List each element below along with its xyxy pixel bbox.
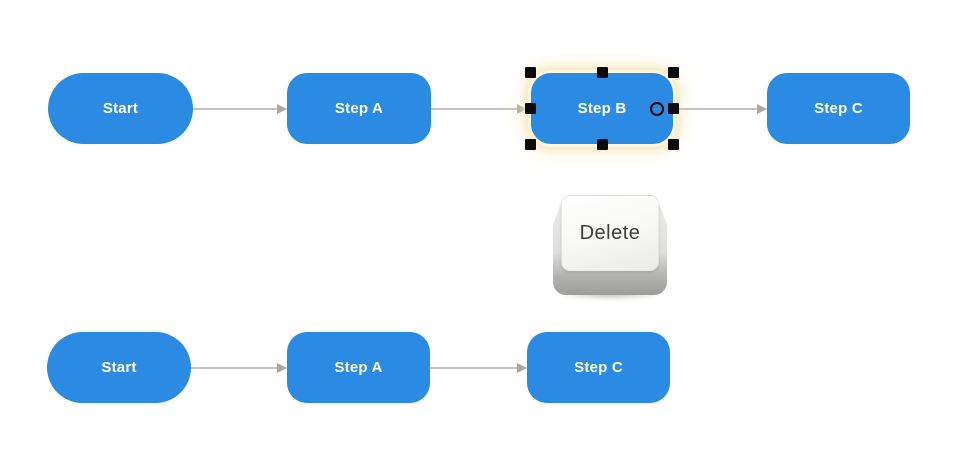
connector-step-a-to-step-b[interactable] — [431, 103, 527, 115]
connector-start-to-step-a-top[interactable] — [193, 103, 287, 115]
delete-key-illustration: Delete — [552, 193, 668, 300]
node-start-bottom[interactable]: Start — [47, 332, 191, 403]
node-label: Step A — [334, 100, 384, 117]
connector-line — [431, 108, 519, 110]
node-step-c-bottom[interactable]: Step C — [527, 332, 670, 403]
connector-step-b-to-step-c[interactable] — [679, 103, 767, 115]
resize-handle-middle-left[interactable] — [525, 103, 536, 114]
resize-handle-top-left[interactable] — [525, 67, 536, 78]
node-label: Step C — [574, 359, 623, 376]
connector-line — [193, 108, 279, 110]
resize-handle-top-center[interactable] — [596, 67, 608, 78]
arrowhead-icon — [517, 104, 527, 114]
connector-line — [430, 367, 519, 369]
connection-port-circle[interactable] — [650, 101, 664, 116]
arrowhead-icon — [517, 363, 527, 373]
node-step-a-bottom[interactable]: Step A — [287, 332, 430, 403]
arrowhead-icon — [277, 104, 287, 114]
node-label: Step A — [334, 359, 383, 376]
node-step-a-top[interactable]: Step A — [287, 73, 431, 144]
arrowhead-icon — [757, 104, 767, 114]
connector-start-to-step-a-bottom[interactable] — [191, 362, 287, 374]
node-start-top[interactable]: Start — [48, 73, 193, 144]
node-step-b-selected[interactable]: Step B — [525, 67, 679, 150]
connector-line — [191, 367, 279, 369]
resize-handle-top-right[interactable] — [668, 67, 679, 78]
connector-line — [679, 108, 759, 110]
resize-handle-bottom-center[interactable] — [596, 139, 608, 150]
connector-step-a-to-step-c[interactable] — [430, 362, 527, 374]
node-label: Step B — [577, 100, 627, 117]
node-label: Step C — [814, 100, 863, 117]
node-step-c-top[interactable]: Step C — [767, 73, 910, 144]
resize-handle-bottom-right[interactable] — [668, 139, 679, 150]
node-label: Start — [102, 100, 139, 117]
key-top-face: Delete — [561, 195, 659, 271]
resize-handle-middle-right[interactable] — [668, 103, 679, 114]
delete-key-label: Delete — [579, 221, 641, 244]
arrowhead-icon — [277, 363, 287, 373]
resize-handle-bottom-left[interactable] — [525, 139, 536, 150]
node-label: Start — [101, 359, 137, 376]
